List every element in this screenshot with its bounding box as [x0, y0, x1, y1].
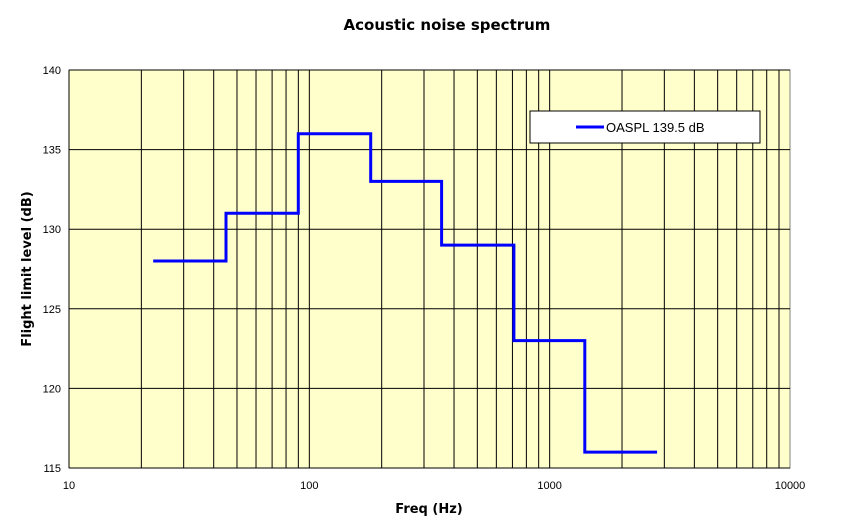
chart-title: Acoustic noise spectrum [344, 16, 551, 34]
series-layer [153, 132, 658, 454]
x-tick-label: 100 [300, 480, 318, 492]
legend-label: OASPL 139.5 dB [606, 120, 705, 135]
legend-box [529, 110, 761, 144]
x-tick-label: 1000 [537, 480, 561, 492]
y-tick-label: 120 [43, 383, 61, 395]
x-tick-label: 10000 [775, 480, 806, 492]
tick-labels: 10 100 1000 10000 115 120 125 130 135 140 [43, 65, 806, 492]
x-tick-label: 10 [63, 480, 75, 492]
series-line [153, 132, 658, 454]
legend: OASPL 139.5 dB [529, 110, 761, 144]
y-tick-label: 115 [43, 463, 61, 475]
y-tick-label: 140 [43, 65, 61, 77]
y-tick-label: 125 [43, 304, 61, 316]
y-tick-label: 130 [43, 224, 61, 236]
y-axis-title: Flight limit level (dB) [20, 191, 35, 346]
y-tick-label: 135 [43, 145, 61, 157]
x-axis-title: Freq (Hz) [395, 502, 462, 517]
